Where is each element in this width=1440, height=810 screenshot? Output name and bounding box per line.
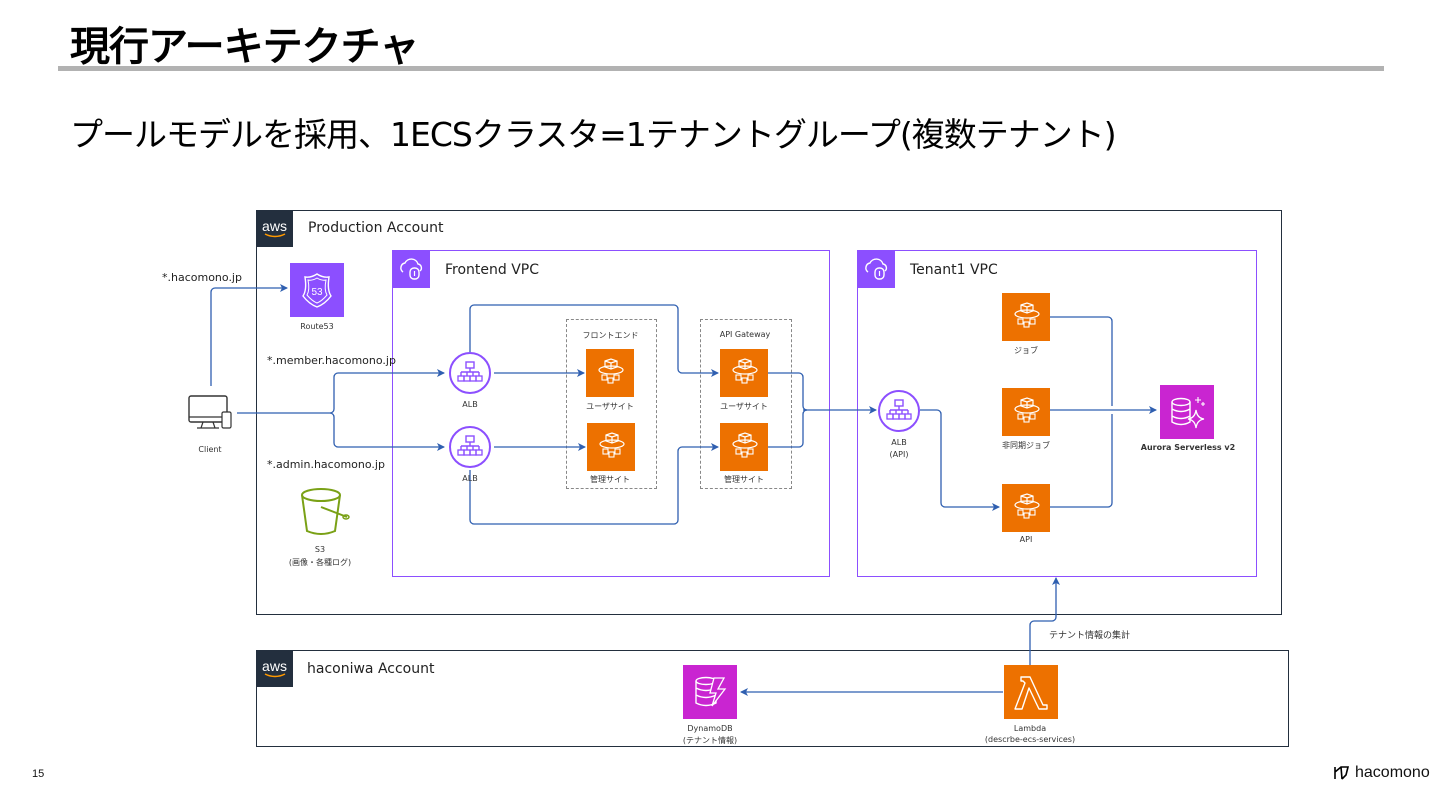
s3-bucket-icon [299,487,351,541]
frontend-vpc-label: Frontend VPC [445,262,540,278]
lambda-icon [1004,665,1058,719]
domain-label-member: *.member.hacomono.jp [267,354,396,367]
api-label: API [1019,535,1033,544]
production-account-label: Production Account [308,220,444,236]
dynamodb-icon [683,665,737,719]
haconiwa-account-box [256,650,1289,747]
apigw-user-site-label: ユーザサイト [720,402,768,411]
ecs-apigw-admin-site-icon [720,423,768,471]
ecs-frontend-user-site-icon [586,349,634,397]
s3-sublabel: (画像・各種ログ) [288,558,352,567]
alb-member-icon [449,352,491,394]
dynamodb-sublabel: (テナント情報) [682,736,738,745]
lambda-label: Lambda [1013,724,1047,733]
title-divider [58,66,1384,71]
alb-api-label: ALB [891,438,907,447]
ecs-async-job-icon [1002,388,1050,436]
slide-title: 現行アーキテクチャ [70,24,419,70]
s3-label: S3 [314,545,326,554]
brand-logo: hacomono [1333,764,1430,782]
ecs-frontend-admin-site-icon [587,423,635,471]
vpc-cloud-icon [392,250,430,288]
client-label: Client [198,445,222,454]
alb-member-label: ALB [462,400,478,409]
aws-logo-icon: aws [256,210,293,247]
ecs-api-icon [1002,484,1050,532]
page-number: 15 [32,768,45,780]
hacomono-logo-icon [1334,766,1350,780]
job-label: ジョブ [1014,346,1038,355]
alb-admin-icon [449,426,491,468]
frontend-user-site-label: ユーザサイト [586,402,634,411]
route53-icon: 53 [290,263,344,317]
frontend-group-label: フロントエンド [582,331,639,340]
lambda-sublabel: (descrbe-ecs-services) [984,735,1076,744]
vpc-cloud-icon [857,250,895,288]
alb-admin-label: ALB [462,474,478,483]
domain-label-root: *.hacomono.jp [162,271,242,284]
route53-glyph: 53 [311,287,323,298]
client-icon [187,394,235,434]
brand-name: hacomono [1355,764,1430,781]
api-gateway-group-label: API Gateway [719,330,771,339]
tenant-vpc-label: Tenant1 VPC [910,262,998,278]
ecs-apigw-user-site-icon [720,349,768,397]
aurora-label: Aurora Serverless v2 [1140,443,1236,452]
edge-label-tenant-aggregation: テナント情報の集計 [1049,631,1131,641]
alb-api-sublabel: (API) [889,450,909,459]
tenant-vpc-box [857,250,1257,577]
slide-subtitle: プールモデルを採用、1ECSクラスタ=1テナントグループ(複数テナント) [70,115,1117,154]
aws-logo-text: aws [262,217,287,234]
aws-logo-icon: aws [256,650,293,687]
route53-label: Route53 [300,322,334,331]
async-job-label: 非同期ジョブ [1002,441,1050,450]
aurora-serverless-icon [1160,385,1214,439]
ecs-job-icon [1002,293,1050,341]
domain-label-admin: *.admin.hacomono.jp [267,458,385,471]
haconiwa-account-label: haconiwa Account [307,661,435,677]
aws-logo-text: aws [262,657,287,674]
frontend-admin-site-label: 管理サイト [590,475,630,484]
apigw-admin-site-label: 管理サイト [724,475,764,484]
dynamodb-label: DynamoDB [687,724,733,733]
alb-api-icon [878,390,920,432]
